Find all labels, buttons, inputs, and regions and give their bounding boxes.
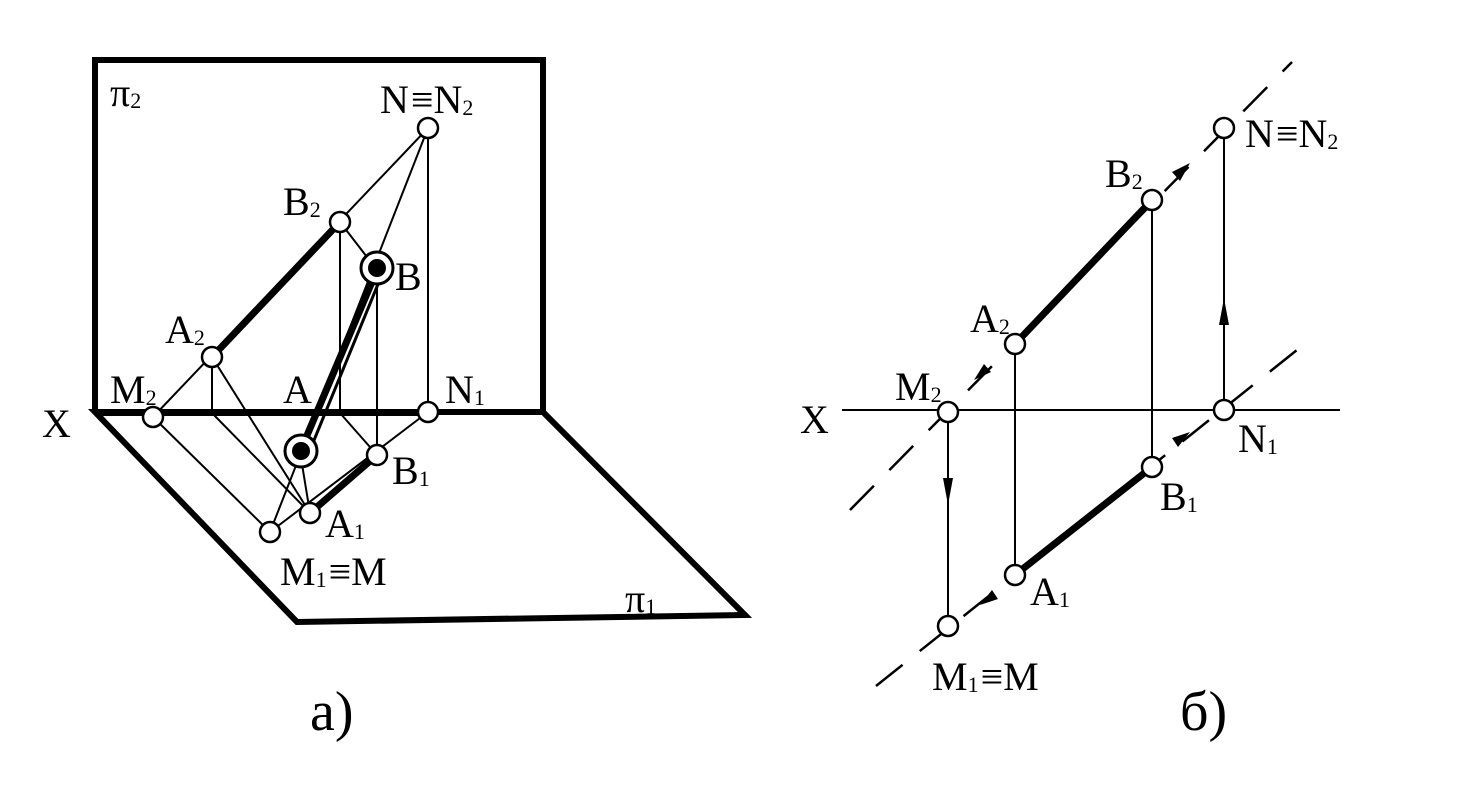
projector-a2-a1 xyxy=(211,356,311,514)
label-a2-b: A2 xyxy=(970,296,1010,341)
point-m2-b xyxy=(936,400,960,424)
caption-a: а) xyxy=(310,681,354,743)
segment-ab-edge xyxy=(308,271,385,451)
label-n-eq-n2-b: N≡N2 xyxy=(1245,111,1338,156)
segment-a2b2-b xyxy=(1011,196,1156,348)
label-b: B xyxy=(395,254,422,299)
segment-a1b1-b xyxy=(1011,463,1156,579)
point-m-b xyxy=(936,614,960,638)
label-a: A xyxy=(283,367,312,412)
label-n-eq-n2: N≡N2 xyxy=(380,77,473,122)
label-n1-b: N1 xyxy=(1238,416,1278,461)
arrow-b1-n1 xyxy=(1172,432,1190,447)
point-b2 xyxy=(328,210,352,234)
projector-m2-m1 xyxy=(152,416,271,533)
point-a1-b xyxy=(1003,563,1027,587)
arrow-n1-n2 xyxy=(1219,298,1229,325)
point-n-b xyxy=(1212,116,1236,140)
label-m2-b: M2 xyxy=(895,364,942,409)
plane-pi1-label: π1 xyxy=(625,576,656,621)
segment-ab xyxy=(296,266,381,456)
axis-x-label: X xyxy=(42,401,71,446)
label-a1-b: A1 xyxy=(1030,569,1070,614)
point-b1 xyxy=(365,443,389,467)
label-m2: M2 xyxy=(110,367,157,412)
axis-x-label-b: X xyxy=(800,397,829,442)
point-b2-b xyxy=(1140,188,1164,212)
label-a1: A1 xyxy=(325,501,365,546)
frontal-plane-frame xyxy=(92,57,546,412)
point-a2 xyxy=(200,345,224,369)
point-b xyxy=(359,250,395,286)
label-m1-eq-m: M1≡M xyxy=(280,549,387,594)
label-b1-b: B1 xyxy=(1160,474,1198,519)
label-n1: N1 xyxy=(445,367,485,412)
point-n1-b xyxy=(1212,398,1236,422)
horizontal-projection-line xyxy=(875,337,1313,687)
arrow-a2-m2 xyxy=(974,364,991,380)
label-a2: A2 xyxy=(165,307,205,352)
segment-a1b1 xyxy=(306,451,381,517)
point-n1 xyxy=(416,400,440,424)
point-a2-b xyxy=(1003,332,1027,356)
caption-b: б) xyxy=(1180,681,1227,743)
arrow-a1-m1 xyxy=(980,590,998,605)
point-b1-b xyxy=(1140,455,1164,479)
label-m1-eq-m-b: M1≡M xyxy=(932,654,1039,699)
point-n xyxy=(416,116,440,140)
label-b2-b: B2 xyxy=(1105,151,1143,196)
point-m xyxy=(258,520,282,544)
trace-line-horizontal xyxy=(269,411,429,533)
point-m2 xyxy=(141,405,165,429)
segment-a2b2 xyxy=(208,218,344,361)
label-b1: B1 xyxy=(392,448,430,493)
arrow-m2-m1 xyxy=(943,478,953,505)
plane-pi2-label: π2 xyxy=(110,70,141,115)
figure-a: π2 π1 X N≡N2 B2 B A2 A M2 N1 B1 A1 M1≡M … xyxy=(42,57,753,743)
figure-b: X N≡N2 B2 A2 M2 N1 B1 A1 M1≡M б) xyxy=(800,61,1340,743)
point-a xyxy=(283,433,319,469)
horizontal-plane-frame xyxy=(87,409,753,626)
point-a1 xyxy=(298,501,322,525)
arrow-b2-n xyxy=(1172,163,1190,181)
label-b2: B2 xyxy=(283,179,321,224)
projector-ax-a1 xyxy=(211,412,311,514)
